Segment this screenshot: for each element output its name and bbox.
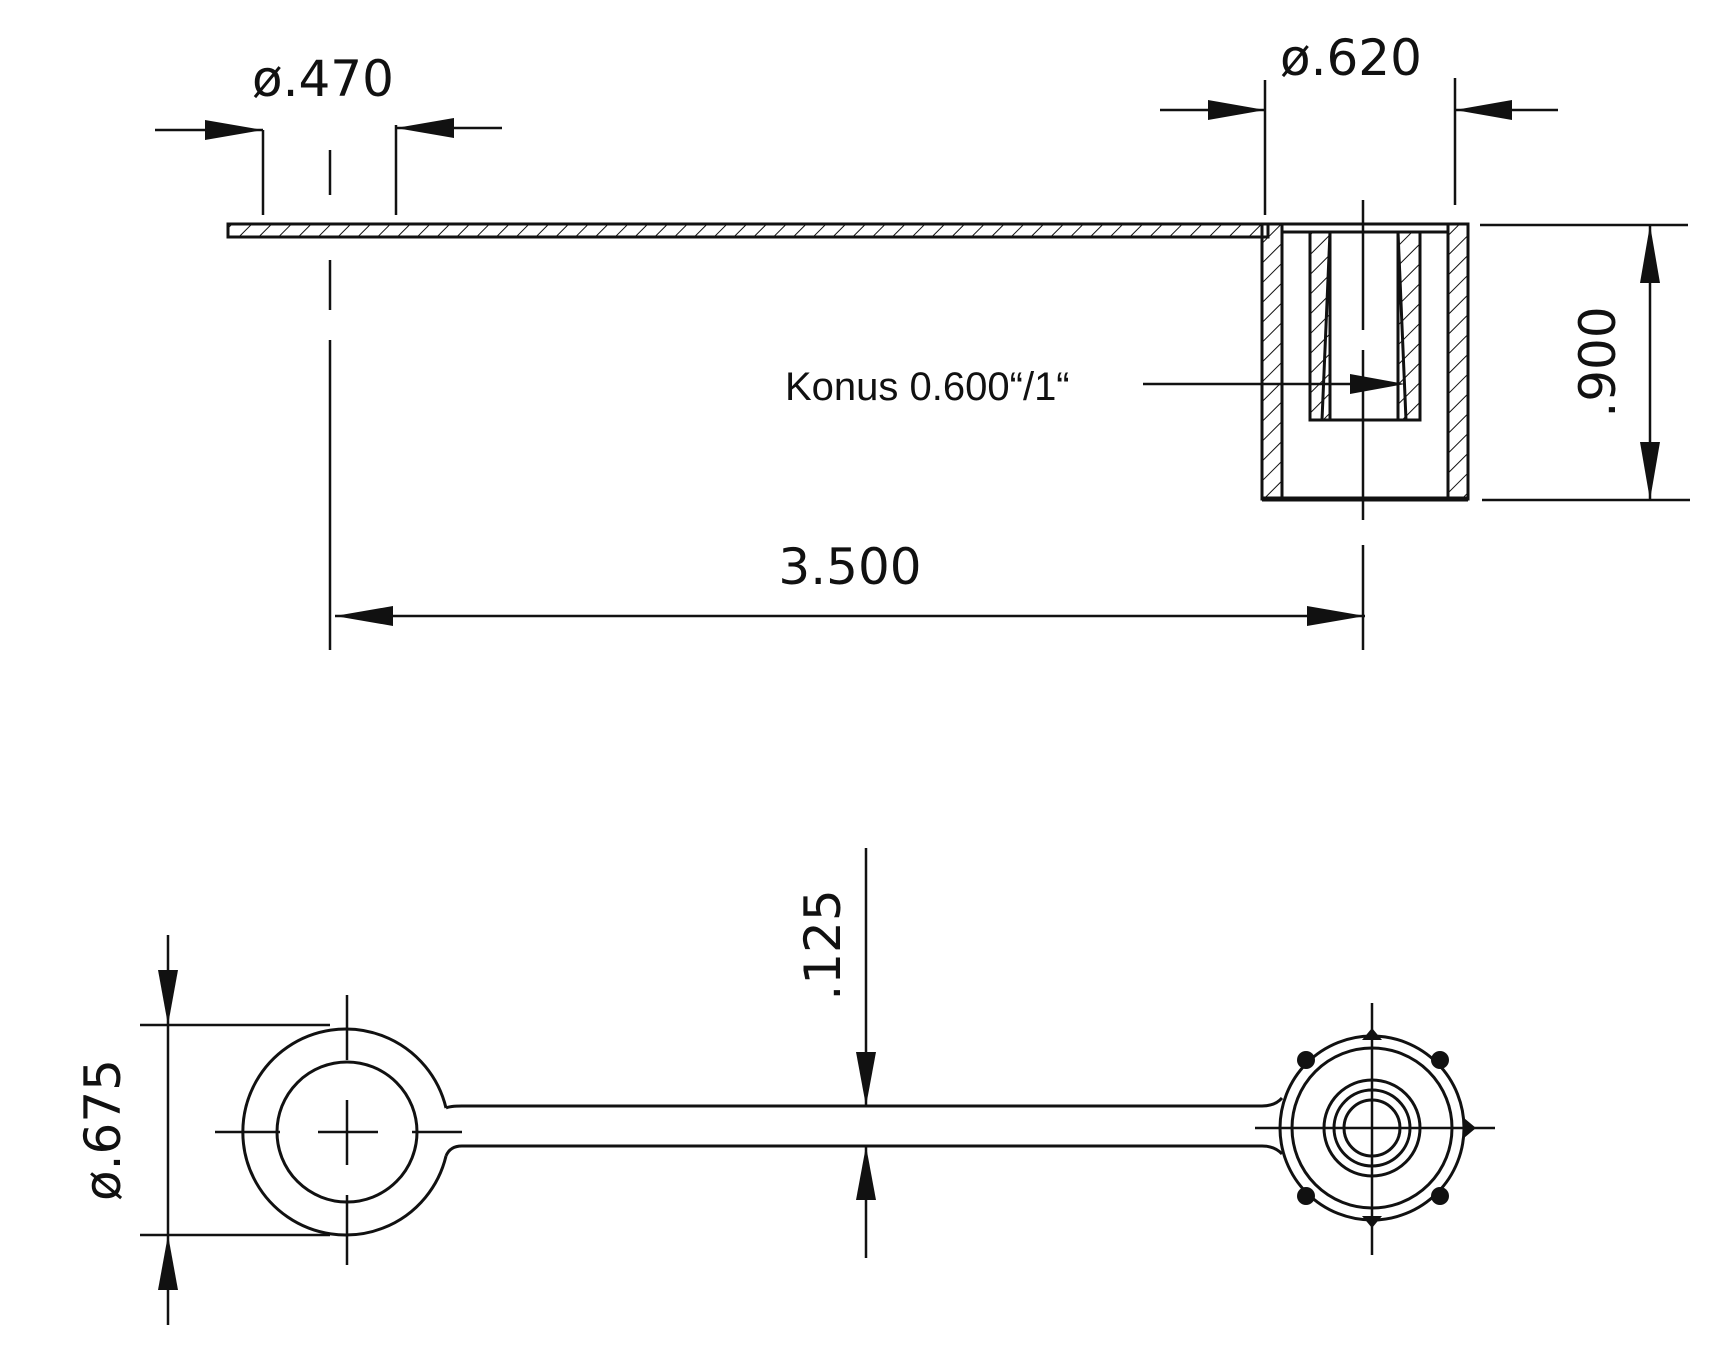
- plan-view: ø.675 .125: [74, 848, 1495, 1325]
- dim-strap-width-label: .125: [794, 889, 852, 1000]
- dim-center-distance: 3.500: [335, 538, 1365, 626]
- section-view: ø.470 ø.620 .900 Konus 0.600“/1“: [155, 29, 1690, 650]
- dim-slot-diameter: ø.470: [155, 50, 502, 215]
- dim-slot-diameter-label: ø.470: [252, 50, 394, 108]
- dim-ring-diameter: ø.675: [74, 935, 330, 1325]
- dim-cap-diameter: ø.620: [1160, 29, 1558, 215]
- strap-plan: [444, 1096, 1284, 1157]
- dim-cap-height-label: .900: [1569, 306, 1627, 417]
- dim-cap-height: .900: [1480, 223, 1690, 502]
- strap-plate-section: [226, 222, 1270, 239]
- dim-strap-width: .125: [794, 848, 876, 1258]
- cap-section: [1260, 222, 1470, 502]
- cone-note: Konus 0.600“/1“: [785, 365, 1405, 409]
- dim-ring-diameter-label: ø.675: [74, 1059, 132, 1201]
- cone-note-label: Konus 0.600“/1“: [785, 365, 1070, 409]
- dim-cap-diameter-label: ø.620: [1280, 29, 1422, 87]
- center-lines-plan: [215, 995, 1495, 1265]
- dim-center-distance-label: 3.500: [778, 538, 921, 596]
